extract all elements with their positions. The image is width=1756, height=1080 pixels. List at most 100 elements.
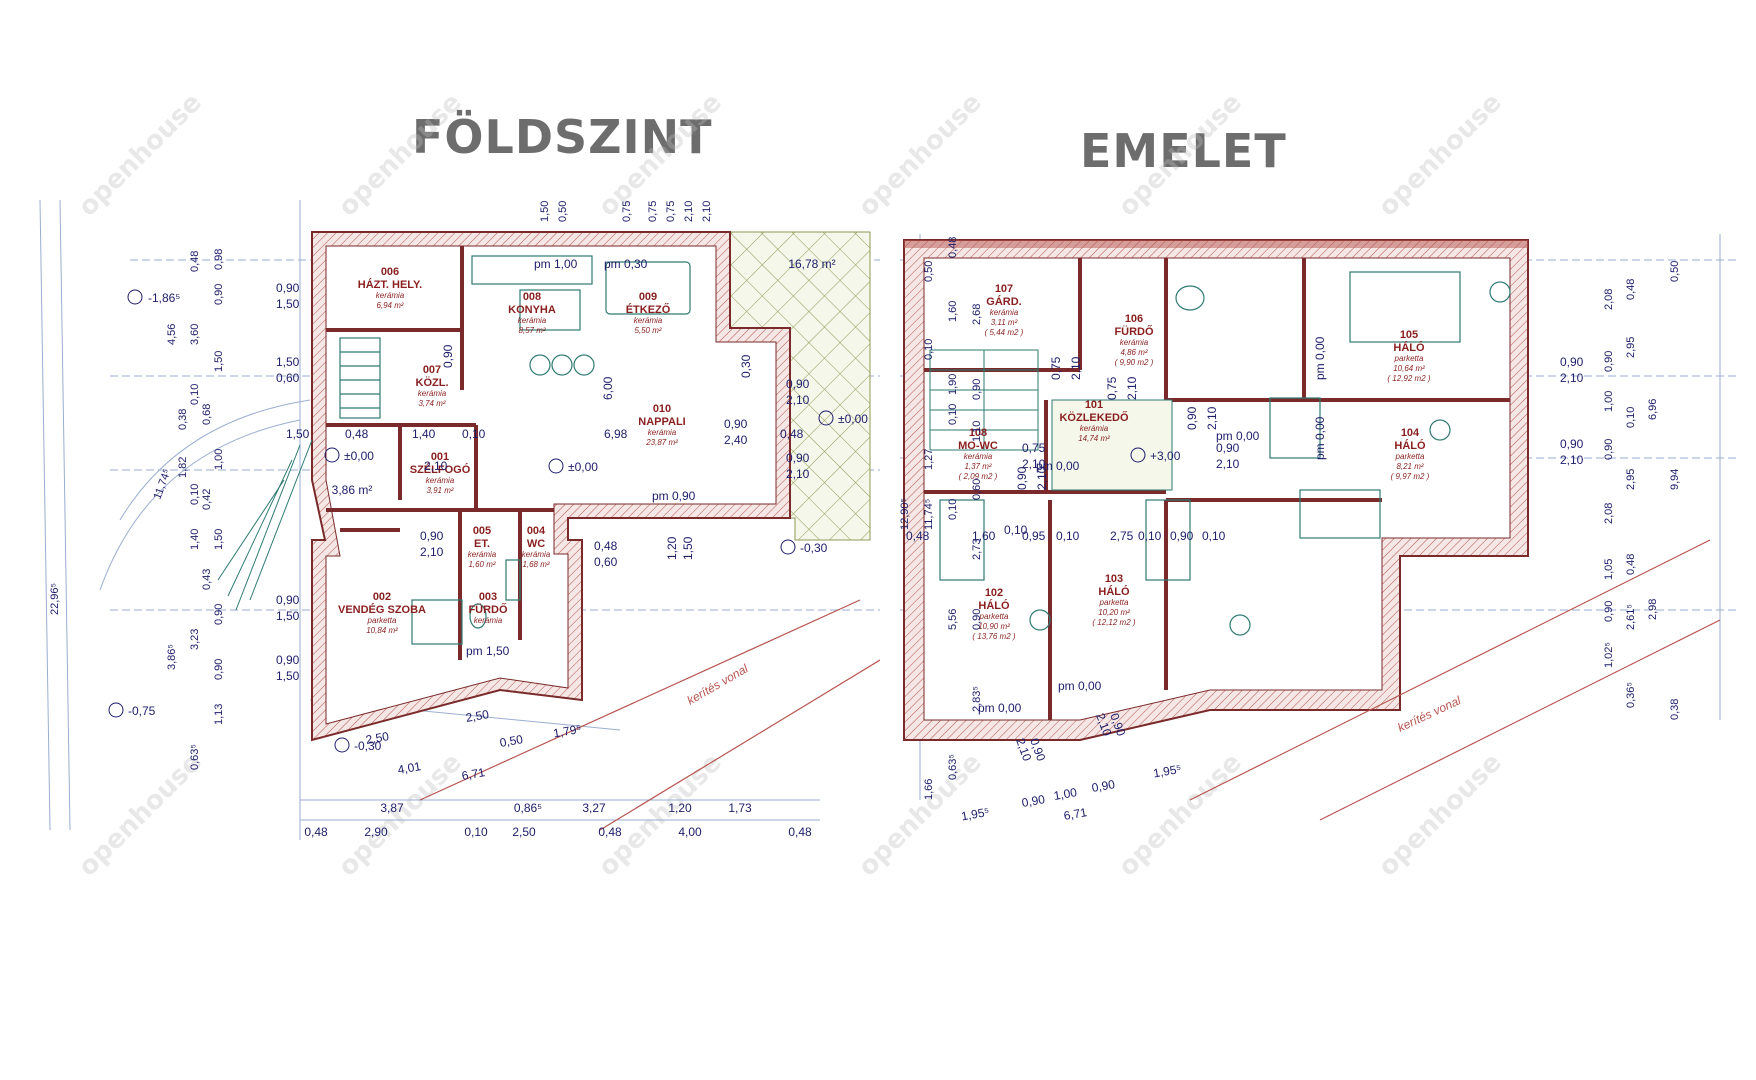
svg-text:2,98: 2,98 [1647, 599, 1659, 620]
svg-text:-0,75: -0,75 [128, 704, 156, 718]
top-dims: 1,50 0,50 0,75 0,75 2,10 0,75 2,10 [539, 201, 713, 222]
svg-text:0,48: 0,48 [304, 825, 328, 839]
svg-text:6,96: 6,96 [1647, 399, 1659, 420]
svg-text:0,48: 0,48 [594, 539, 618, 553]
svg-text:kerámia: kerámia [468, 550, 497, 559]
svg-text:1,02⁵: 1,02⁵ [1603, 642, 1615, 668]
svg-text:parketta: parketta [1394, 354, 1424, 363]
svg-text:0,10: 0,10 [189, 484, 201, 505]
svg-text:2,73: 2,73 [971, 539, 983, 560]
svg-text:1,20: 1,20 [665, 536, 679, 560]
svg-text:1,27: 1,27 [923, 449, 935, 470]
svg-text:2,10: 2,10 [1035, 466, 1049, 490]
svg-text:1,60: 1,60 [947, 301, 959, 322]
svg-text:1,90: 1,90 [947, 374, 959, 395]
svg-text:2,08: 2,08 [1603, 503, 1615, 524]
svg-text:( 2,09 m2 ): ( 2,09 m2 ) [959, 472, 998, 481]
svg-text:005: 005 [473, 525, 491, 537]
svg-text:2,50: 2,50 [365, 729, 391, 747]
svg-text:( 9,90 m2 ): ( 9,90 m2 ) [1115, 358, 1154, 367]
svg-text:±0,00: ±0,00 [838, 412, 868, 426]
svg-text:0,63⁵: 0,63⁵ [189, 744, 201, 770]
svg-text:0,90: 0,90 [786, 451, 810, 465]
svg-text:11,74⁵: 11,74⁵ [152, 468, 174, 501]
svg-text:HÁZT. HELY.: HÁZT. HELY. [358, 278, 422, 291]
svg-text:1,13: 1,13 [213, 704, 225, 725]
svg-text:-1,86⁵: -1,86⁵ [148, 291, 180, 305]
left-dims: 0,48 0,50 1,60 2,68 0,10 1,90 0,90 0,10 … [899, 237, 983, 800]
svg-text:0,30: 0,30 [739, 354, 753, 378]
svg-text:007: 007 [423, 364, 441, 376]
svg-text:1,20: 1,20 [668, 801, 692, 815]
svg-text:0,48: 0,48 [1625, 554, 1637, 575]
svg-text:( 9,97 m2 ): ( 9,97 m2 ) [1391, 472, 1430, 481]
svg-text:0,10: 0,10 [947, 499, 959, 520]
svg-text:2,75: 2,75 [1110, 529, 1134, 543]
svg-text:0,48: 0,48 [947, 237, 959, 258]
svg-text:2,10: 2,10 [701, 201, 713, 222]
svg-text:008: 008 [523, 291, 541, 303]
svg-text:23,87 m²: 23,87 m² [645, 438, 678, 447]
svg-text:0,10: 0,10 [1004, 523, 1028, 537]
svg-text:2,10: 2,10 [1022, 457, 1046, 471]
svg-text:8,57 m²: 8,57 m² [518, 326, 545, 335]
svg-text:0,90: 0,90 [1185, 406, 1199, 430]
svg-text:VENDÉG SZOBA: VENDÉG SZOBA [338, 603, 426, 616]
svg-text:pm 0,30: pm 0,30 [604, 257, 648, 271]
inner-dims: 0,90 1,50 1,50 0,60 1,50 0,48 1,40 0,10 … [276, 257, 810, 683]
svg-text:004: 004 [527, 525, 546, 537]
svg-text:pm 1,00: pm 1,00 [534, 257, 578, 271]
svg-text:2,50: 2,50 [512, 825, 536, 839]
svg-text:3,91 m²: 3,91 m² [426, 486, 453, 495]
svg-text:0,10: 0,10 [462, 427, 486, 441]
svg-text:1,40: 1,40 [189, 529, 201, 550]
svg-text:0,63⁵: 0,63⁵ [947, 754, 959, 780]
svg-text:0,75: 0,75 [621, 201, 633, 222]
svg-text:006: 006 [381, 266, 399, 278]
svg-text:kerámia: kerámia [1080, 424, 1109, 433]
svg-text:0,60: 0,60 [594, 555, 618, 569]
svg-text:6,71: 6,71 [1063, 805, 1089, 823]
svg-text:0,38: 0,38 [1669, 699, 1681, 720]
svg-text:0,90: 0,90 [1170, 529, 1194, 543]
svg-text:0,10: 0,10 [1138, 529, 1162, 543]
svg-text:( 5,44 m2 ): ( 5,44 m2 ) [985, 328, 1024, 337]
svg-text:8,21 m²: 8,21 m² [1396, 462, 1423, 471]
svg-text:4,86 m²: 4,86 m² [1120, 348, 1147, 357]
svg-text:1,60: 1,60 [972, 529, 996, 543]
svg-text:kerámia: kerámia [634, 316, 663, 325]
svg-text:3,27: 3,27 [582, 801, 606, 815]
svg-text:0,36⁵: 0,36⁵ [1625, 682, 1637, 708]
svg-text:-0,30: -0,30 [800, 541, 828, 555]
svg-text:0,10: 0,10 [1625, 407, 1637, 428]
svg-text:1,00: 1,00 [1603, 391, 1615, 412]
svg-text:107: 107 [995, 283, 1013, 295]
svg-text:0,90: 0,90 [276, 653, 300, 667]
svg-text:3,23: 3,23 [189, 629, 201, 650]
svg-text:0,10: 0,10 [464, 825, 488, 839]
svg-text:kerámia: kerámia [964, 452, 993, 461]
svg-text:0,90: 0,90 [1560, 437, 1584, 451]
left-dims: 0,48 0,98 0,90 4,56 3,60 1,50 0,10 0,38 … [49, 249, 225, 770]
svg-text:1,50: 1,50 [276, 609, 300, 623]
svg-text:pm 0,00: pm 0,00 [1313, 336, 1327, 380]
svg-text:1,50: 1,50 [539, 201, 551, 222]
svg-text:1,50: 1,50 [276, 669, 300, 683]
svg-text:103: 103 [1105, 573, 1123, 585]
svg-text:1,50: 1,50 [276, 355, 300, 369]
svg-text:0,90: 0,90 [1603, 439, 1615, 460]
svg-text:0,90: 0,90 [1603, 601, 1615, 622]
